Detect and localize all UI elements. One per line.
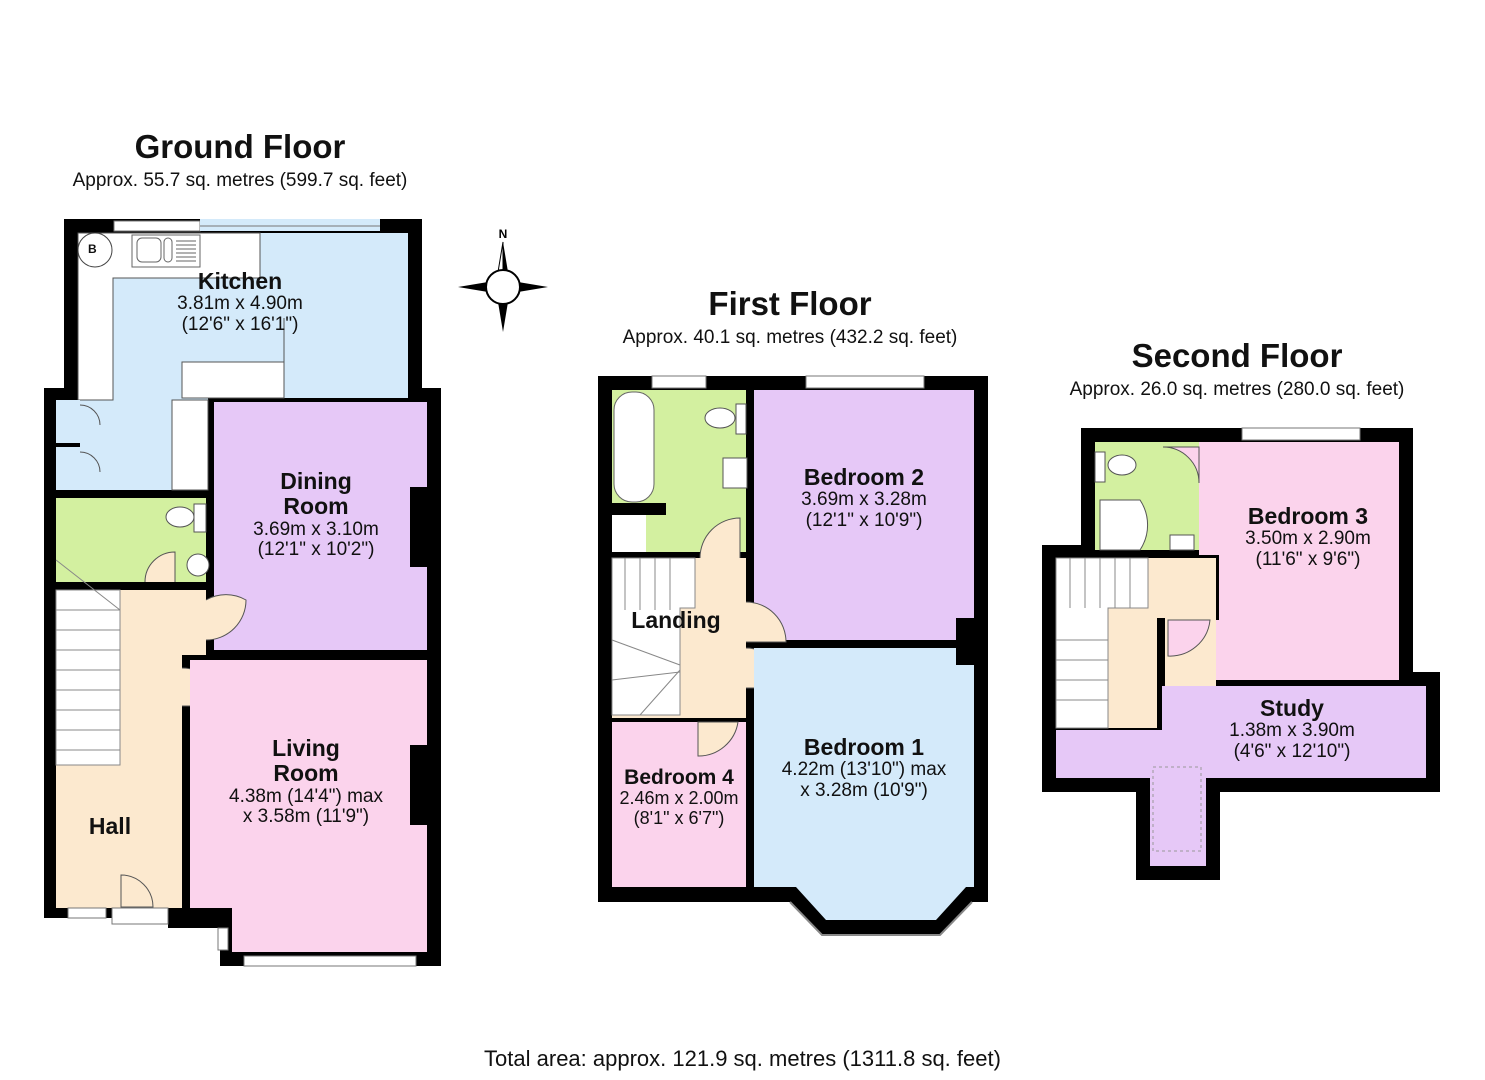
bedroom-2-label: Bedroom 2 3.69m x 3.28m (12'1" x 10'9") <box>764 464 964 532</box>
study-dim-metric: 1.38m x 3.90m <box>1229 720 1355 742</box>
kitchen-dim-metric: 3.81m x 4.90m <box>177 293 303 315</box>
living-dim-line2: x 3.58m (11'9") <box>242 806 370 828</box>
bedroom-1-label: Bedroom 1 4.22m (13'10") max x 3.28m (10… <box>754 734 974 802</box>
bedroom-3-label: Bedroom 3 3.50m x 2.90m (11'6" x 9'6") <box>1208 503 1408 571</box>
landing-label: Landing <box>616 607 736 633</box>
svg-text:N: N <box>499 227 508 241</box>
dining-name-line2: Room <box>283 493 349 520</box>
total-area: Total area: approx. 121.9 sq. metres (13… <box>484 1046 1001 1071</box>
bedroom-2-area <box>754 390 974 640</box>
dining-room-label: Dining Room 3.69m x 3.10m (12'1" x 10'2"… <box>216 468 416 561</box>
dining-room-area <box>214 402 427 650</box>
living-name-line2: Room <box>273 760 339 787</box>
second-floor-area: Approx. 26.0 sq. metres (280.0 sq. feet) <box>1069 379 1405 400</box>
bedroom-1-area <box>754 648 974 920</box>
bedroom-1-dim-line1: 4.22m (13'10") max <box>781 759 947 781</box>
first-floor-title: First Floor <box>708 285 872 322</box>
bedroom-3-dim-imperial: (11'6" x 9'6") <box>1255 549 1361 571</box>
second-floor-title: Second Floor <box>1131 337 1343 374</box>
study-label: Study 1.38m x 3.90m (4'6" x 12'10") <box>1192 695 1392 763</box>
first-floor-area: Approx. 40.1 sq. metres (432.2 sq. feet) <box>622 327 958 348</box>
hall-label: Hall <box>60 813 160 839</box>
kitchen-name: Kitchen <box>197 268 283 294</box>
bedroom-2-dim-metric: 3.69m x 3.28m <box>801 489 927 511</box>
hall-name: Hall <box>88 813 132 839</box>
ground-floor-title: Ground Floor <box>134 128 346 165</box>
living-room-label: Living Room 4.38m (14'4") max x 3.58m (1… <box>196 735 416 828</box>
dining-name-line1: Dining <box>280 468 352 494</box>
bedroom-1-dim-line2: x 3.28m (10'9") <box>800 780 928 802</box>
ground-floor-area: Approx. 55.7 sq. metres (599.7 sq. feet) <box>72 170 408 191</box>
kitchen-label: Kitchen 3.81m x 4.90m (12'6" x 16'1") <box>140 268 340 336</box>
bedroom-4-dim-metric: 2.46m x 2.00m <box>619 788 739 809</box>
bedroom-4-dim-imperial: (8'1" x 6'7") <box>633 807 725 828</box>
bedroom-1-name: Bedroom 1 <box>803 734 925 760</box>
bedroom-3-area <box>1165 442 1399 680</box>
bedroom-2-dim-imperial: (12'1" x 10'9") <box>805 510 923 532</box>
dining-dim-imperial: (12'1" x 10'2") <box>257 539 375 561</box>
study-name: Study <box>1260 695 1324 721</box>
dining-dim-metric: 3.69m x 3.10m <box>253 518 379 540</box>
bedroom-3-name: Bedroom 3 <box>1247 503 1369 529</box>
ground-floor-plan <box>44 219 441 967</box>
living-name-line1: Living <box>272 735 340 761</box>
compass-icon: N <box>458 227 548 332</box>
study-dim-imperial: (4'6" x 12'10") <box>1233 741 1351 763</box>
living-room-area <box>190 660 427 952</box>
first-floor-plan <box>598 375 988 936</box>
boiler-label: B <box>88 242 97 256</box>
kitchen-dim-imperial: (12'6" x 16'1") <box>181 314 299 336</box>
bedroom-4-area <box>612 722 746 887</box>
second-floor-plan <box>1042 427 1440 880</box>
living-dim-line1: 4.38m (14'4") max <box>229 785 383 807</box>
bedroom-4-label: Bedroom 4 2.46m x 2.00m (8'1" x 6'7") <box>606 766 752 829</box>
bedroom-4-name: Bedroom 4 <box>624 766 734 789</box>
bedroom-2-name: Bedroom 2 <box>803 464 925 490</box>
study-area <box>1056 686 1426 866</box>
landing-name: Landing <box>631 607 721 633</box>
bedroom-3-dim-metric: 3.50m x 2.90m <box>1245 528 1371 550</box>
